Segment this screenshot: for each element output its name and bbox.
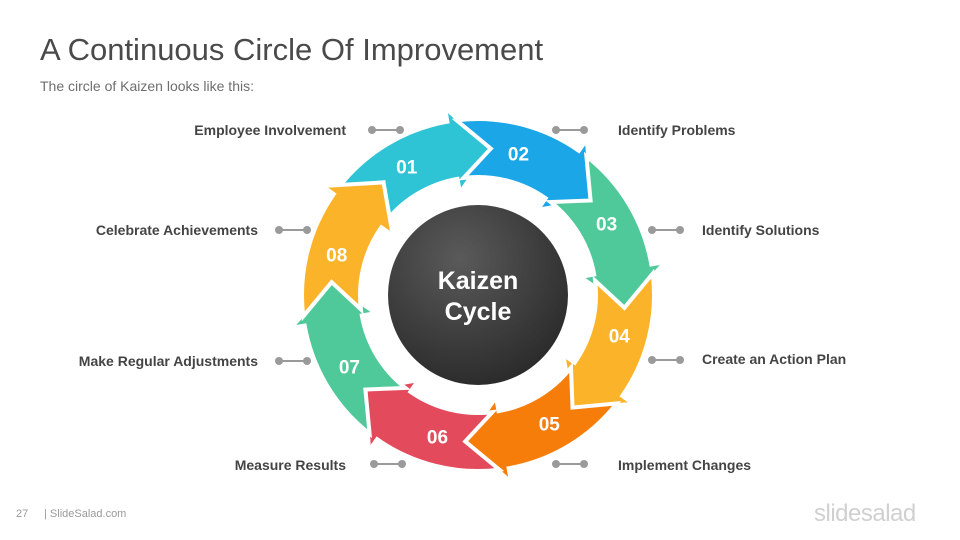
step-label-implement-changes: Implement Changes [618,457,752,473]
hub-title-line1: Kaizen [438,267,519,295]
hub-circle [388,205,568,385]
step-label-identify-solutions: Identify Solutions [702,222,820,238]
step-number-08: 08 [326,246,347,267]
step-label-create-action-plan: Create an Action Plan [702,351,847,367]
step-number-06: 06 [427,427,448,448]
page-number: 27 [16,508,29,520]
connector-implement-changes [552,460,588,468]
step-number-04: 04 [609,327,631,348]
step-label-make-regular-adjustments: Make Regular Adjustments [78,353,258,369]
step-label-measure-results: Measure Results [234,457,346,473]
step-number-05: 05 [539,415,561,436]
connector-identify-problems [552,126,588,134]
footer-site-link[interactable]: | SlideSalad.com [44,508,127,520]
slidesalad-logo: slidesalad [814,500,916,527]
step-label-celebrate-achievements: Celebrate Achievements [95,222,258,238]
hub-title-line2: Cycle [445,298,512,326]
connector-employee-involvement [368,126,404,134]
slide-title: A Continuous Circle Of Improvement [40,32,544,67]
step-number-03: 03 [596,215,617,236]
step-number-01: 01 [396,157,418,178]
step-label-identify-problems: Identify Problems [618,122,736,138]
cycle-arrow-segment-06 [363,377,505,474]
cycle-arrow-segment-08 [299,180,396,322]
step-number-02: 02 [508,145,529,166]
connector-identify-solutions [648,226,684,234]
connector-make-regular-adjustments [275,357,311,365]
step-number-07: 07 [339,357,360,378]
slide-subtitle: The circle of Kaizen looks like this: [40,78,254,94]
connector-create-action-plan [648,356,684,364]
connector-measure-results [370,460,406,468]
step-label-employee-involvement: Employee Involvement [194,122,346,138]
connector-celebrate-achievements [275,226,311,234]
